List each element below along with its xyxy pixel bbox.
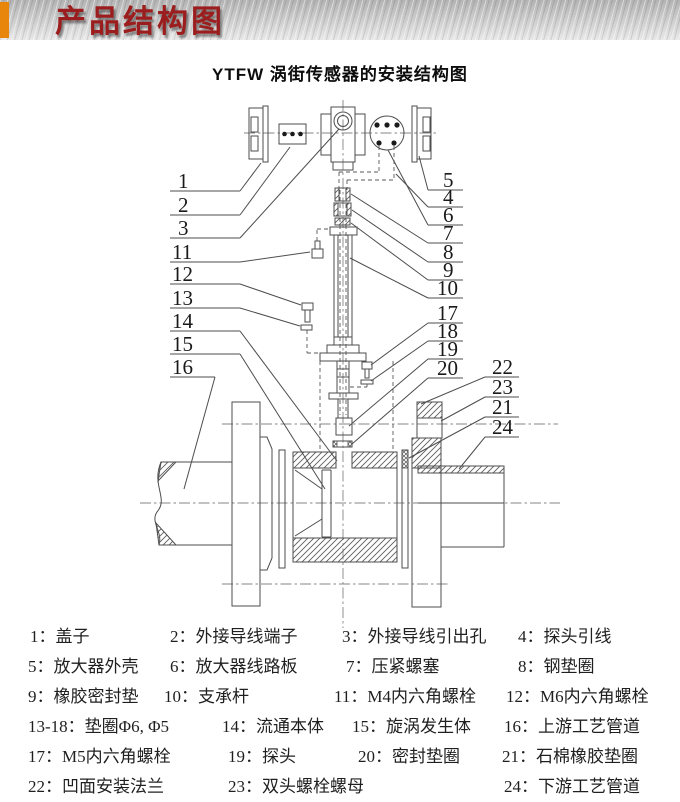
cover-left — [248, 105, 269, 163]
callout-22: 22 — [492, 355, 513, 379]
page-banner: 产品结构图 — [0, 0, 680, 40]
legend-item: 19：探头 — [228, 747, 296, 766]
steel-washer — [333, 202, 352, 217]
m6-socket-bolt — [300, 302, 320, 354]
legend-item: 5：放大器外壳 — [28, 657, 139, 676]
callout-leaders — [183, 128, 486, 490]
banner-title: 产品结构图 — [55, 4, 225, 39]
callout-2: 2 — [178, 193, 189, 217]
legend-item: 7：压紧螺塞 — [346, 657, 440, 676]
legend-item: 11：M4内六角螺栓 — [334, 687, 476, 706]
m5-socket-bolt — [350, 361, 374, 388]
terminal-block — [278, 123, 307, 145]
callout-15: 15 — [172, 332, 193, 356]
stud-bolt-nut — [416, 401, 443, 439]
upstream-pipe — [154, 461, 232, 546]
sensor-structure-drawing: 1 2 3 11 12 13 14 15 16 5 4 6 7 8 9 10 1… — [140, 100, 560, 628]
callout-4: 4 — [443, 185, 454, 209]
callout-underlines — [170, 189, 519, 438]
callout-7: 7 — [443, 221, 454, 245]
flow-body — [292, 451, 398, 563]
legend-item: 10：支承杆 — [164, 687, 249, 706]
callout-5: 5 — [443, 168, 454, 192]
callout-21: 21 — [492, 395, 513, 419]
callout-numbers: 1 2 3 11 12 13 14 15 16 5 4 6 7 8 9 10 1… — [172, 168, 514, 439]
support-rod — [329, 226, 358, 338]
callout-23: 23 — [492, 375, 513, 399]
callout-9: 9 — [443, 258, 454, 282]
legend-item: 13-18：垫圈Φ6, Φ5 — [28, 717, 170, 736]
legend-item: 9：橡胶密封垫 — [28, 687, 139, 706]
legend-item: 23：双头螺栓螺母 — [228, 777, 364, 796]
legend-item: 12：M6内六角螺栓 — [506, 687, 649, 706]
callout-17: 17 — [437, 301, 458, 325]
legend-item: 22：凹面安装法兰 — [28, 777, 164, 796]
concave-mounting-flange — [411, 437, 442, 608]
callout-14: 14 — [172, 309, 194, 333]
callout-16: 16 — [172, 355, 193, 379]
callout-8: 8 — [443, 240, 454, 264]
legend-item: 15：旋涡发生体 — [352, 717, 471, 736]
cover-right — [411, 105, 432, 163]
callout-10: 10 — [437, 276, 458, 300]
banner-accent-bar — [0, 2, 9, 38]
compression-plug — [334, 187, 351, 202]
callout-12: 12 — [172, 262, 193, 286]
callout-19: 19 — [437, 337, 458, 361]
callout-24: 24 — [492, 415, 514, 439]
callout-11: 11 — [172, 240, 192, 264]
callout-3: 3 — [178, 216, 189, 240]
legend-item: 16：上游工艺管道 — [504, 717, 640, 736]
legend-item: 17：M5内六角螺栓 — [28, 747, 171, 766]
asbestos-rubber-gasket — [401, 449, 409, 569]
legend-item: 20：密封垫圈 — [358, 747, 460, 766]
callout-6: 6 — [443, 203, 454, 227]
legend-item: 14：流通本体 — [222, 717, 324, 736]
diagram-title: YTFW 涡街传感器的安装结构图 — [212, 65, 468, 84]
callout-13: 13 — [172, 286, 193, 310]
downstream-pipe — [417, 465, 505, 548]
vortex-generator — [294, 469, 332, 538]
hidden-boss-outline — [319, 361, 394, 452]
seal-gasket — [332, 440, 353, 448]
callout-18: 18 — [437, 319, 458, 343]
probe — [335, 417, 353, 436]
left-mounting-flange — [231, 401, 286, 607]
callout-20: 20 — [437, 356, 458, 380]
amplifier-board — [369, 115, 405, 151]
legend-item: 21：石棉橡胶垫圈 — [502, 747, 638, 766]
rod-flange-stack — [319, 336, 367, 419]
legend-item: 6：放大器线路板 — [170, 657, 298, 676]
amplifier-housing — [320, 106, 366, 171]
legend-item: 24：下游工艺管道 — [504, 777, 640, 796]
legend-item: 8：钢垫圈 — [518, 657, 595, 676]
callout-1: 1 — [178, 169, 189, 193]
probe-lead-wires — [338, 146, 395, 415]
rubber-seal — [334, 217, 351, 226]
m4-socket-bolt — [311, 228, 331, 259]
